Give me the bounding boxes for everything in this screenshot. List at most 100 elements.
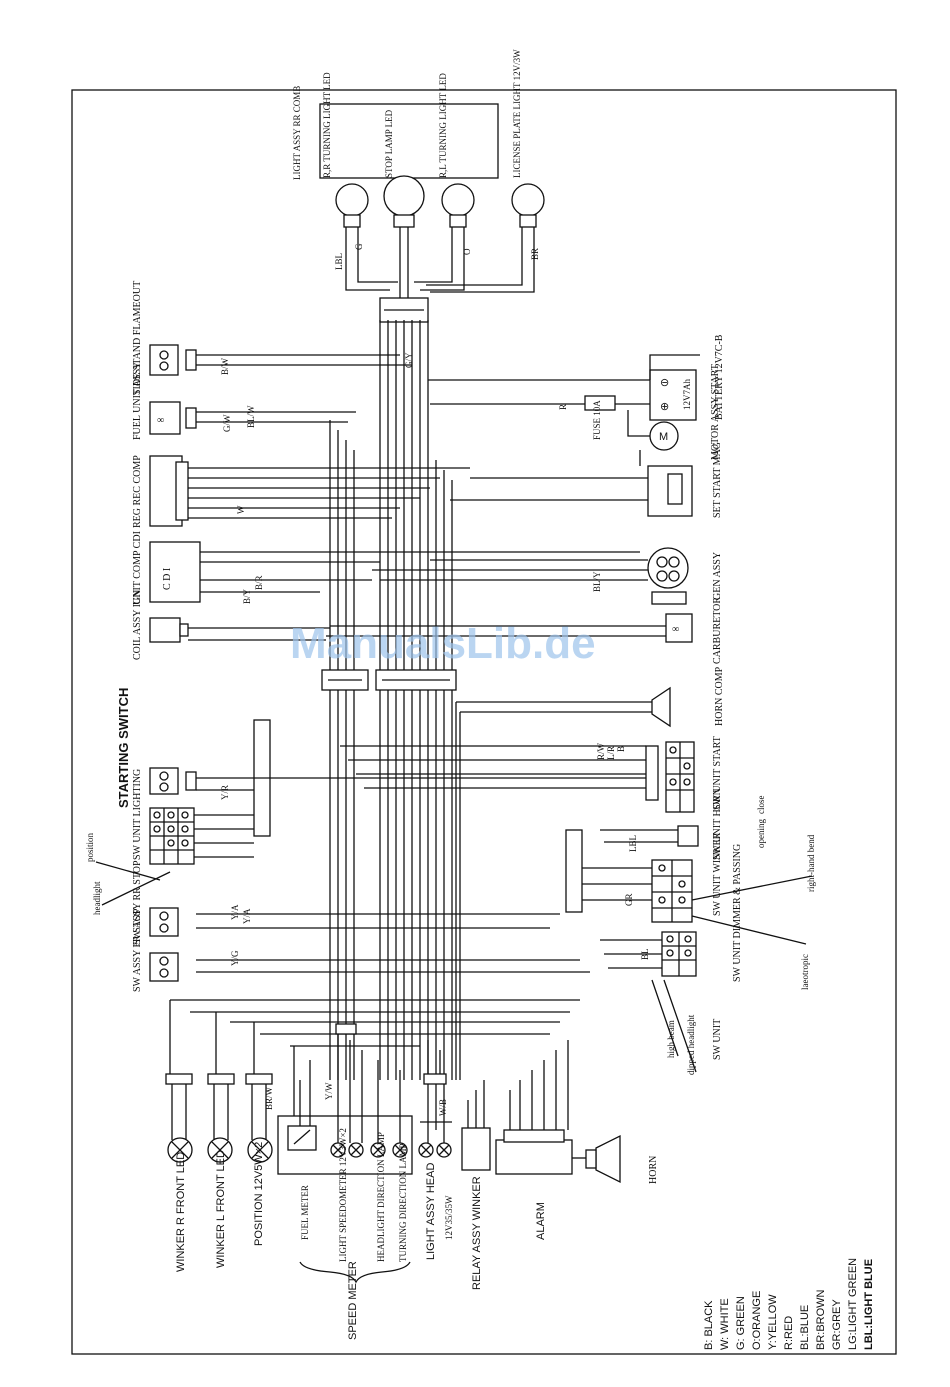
- cdi-unit-label: UNIT COMP CDI: [132, 531, 143, 605]
- license-plate-label: LICENSE PLATE LIGHT 12V/3W: [512, 49, 522, 178]
- rl-turning-label: R,L TURNING LIGHT LED: [438, 73, 448, 178]
- svg-text:B/Y: B/Y: [242, 588, 252, 604]
- sw-horn-label: SW UNIT HORN: [712, 788, 723, 860]
- svg-text:SW UNIT: SW UNIT: [712, 1019, 723, 1060]
- motor-start-label: MOTOR ASSY START: [710, 364, 721, 460]
- svg-text:G/Y: G/Y: [404, 352, 414, 368]
- sw-start-label: SW UNIT START: [712, 736, 723, 810]
- sw-lighting-label: SW UNIT LIGHTING: [132, 769, 143, 860]
- svg-text:G: G: [354, 243, 364, 250]
- svg-text:∞: ∞: [157, 415, 164, 426]
- battery-inner-label: 12V7Ah: [682, 379, 692, 410]
- legend-item: R:RED: [783, 1316, 795, 1350]
- cdi-unit: [149, 541, 201, 603]
- wire-code-labels: LBL G O BR G/Y B/W BL/W G/W R W BL/Y B/R…: [220, 243, 650, 1116]
- speedometer-lamps: [330, 1142, 408, 1158]
- svg-text:L/R: L/R: [606, 746, 616, 760]
- svg-text:BL/Y: BL/Y: [592, 571, 602, 592]
- fuse: [584, 395, 616, 411]
- sw-winker-label: SW UNIT WINKER: [712, 832, 723, 916]
- fuse-label: FUSE 10A: [592, 400, 602, 440]
- fuel-meter-label: FUEL METER: [300, 1185, 310, 1240]
- light-assy-head-rating: 12V35/35W: [444, 1195, 454, 1240]
- sw-horn: [677, 825, 699, 847]
- callout-high-beam: high beam: [666, 1020, 676, 1058]
- side-stand-label: SIDE STAND FLAMEOUT: [132, 281, 143, 395]
- legend-item: LG:LIGHT GREEN: [847, 1258, 859, 1350]
- svg-text:⊖: ⊖: [660, 377, 669, 389]
- winker-l-front-label: WINKER L FRONT LED: [215, 1150, 227, 1268]
- svg-text:BR/W: BR/W: [264, 1086, 274, 1110]
- starting-switch-label: STARTING SWITCH: [116, 688, 131, 808]
- callout-close: close: [756, 796, 766, 815]
- svg-text:LBL: LBL: [334, 253, 344, 270]
- battery-label: BATTERY 12V7C-B: [714, 334, 725, 420]
- sw-dimmer-grid: [661, 931, 697, 977]
- callout-dipped-headlight: dipped headlight: [686, 1014, 696, 1075]
- legend-item: O:ORANGE: [751, 1291, 763, 1350]
- winker-r-front-lamp: [167, 1137, 193, 1163]
- stop-lamp-bulb: [383, 175, 425, 228]
- headlight-lamps: [418, 1142, 452, 1158]
- svg-text:B: B: [616, 746, 626, 752]
- turning-direction-label: TURNING DIRECTION LAMP: [398, 1144, 408, 1263]
- legend-item: LBL:LIGHT BLUE: [863, 1259, 875, 1350]
- callout-headlight: headlight: [92, 881, 102, 915]
- svg-text:BL: BL: [640, 948, 650, 960]
- horn-label: HORN: [648, 1156, 659, 1184]
- callout-laeotropic: laeotropic: [800, 954, 810, 990]
- position-label: POSITION 12V5W×2: [253, 1142, 265, 1246]
- rl-turning-bulb: [441, 183, 475, 228]
- winker-r-front-label: WINKER R FRONT LED: [175, 1152, 187, 1272]
- svg-text:Y/G: Y/G: [230, 950, 240, 966]
- winker-r-connector: [165, 1073, 193, 1085]
- headlight-connector: [423, 1073, 447, 1085]
- legend-item: BL:BLUE: [799, 1305, 811, 1350]
- svg-text:⊕: ⊕: [660, 401, 669, 413]
- svg-text:LBL: LBL: [628, 835, 638, 852]
- svg-text:Y/A: Y/A: [230, 904, 240, 920]
- svg-text:BR: BR: [530, 248, 540, 260]
- horn-comp-label: HORN COMP: [714, 666, 725, 726]
- relay-winker-label: RELAY ASSY WINKER: [471, 1176, 483, 1290]
- carburetor: [665, 613, 693, 643]
- svg-text:Y/W: Y/W: [324, 1082, 334, 1100]
- watermark: ManualsLib.de: [290, 619, 596, 668]
- carburetor-label: CARBURETOR: [712, 597, 723, 664]
- relay-winker: [461, 1127, 491, 1171]
- battery: [649, 369, 697, 421]
- rr-turning-label: R,R TURNING LIGHT LED: [322, 72, 332, 178]
- alarm-label: ALARM: [535, 1202, 547, 1240]
- light-assy-rr-comb-label: LIGHT ASSY RR COMB: [292, 86, 302, 180]
- svg-text:G/W: G/W: [222, 414, 232, 432]
- fuel-meter-gauge: [287, 1125, 317, 1151]
- sw-fr-stop-label: SW ASSY FR STOP: [132, 908, 143, 992]
- callout-position: position: [85, 832, 95, 862]
- speed-meter-label: SPEED METER: [347, 1261, 359, 1340]
- fuel-unit: [149, 401, 181, 435]
- legend-item: Y:YELLOW: [767, 1294, 779, 1350]
- horn-comp: [651, 686, 671, 728]
- gen-assy-label: GEN ASSY: [712, 552, 723, 600]
- fuel-unit-label: FUEL UNIT ASSY: [132, 362, 143, 440]
- svg-text:BL/W: BL/W: [246, 405, 256, 428]
- legend-item: B: BLACK: [703, 1300, 715, 1350]
- svg-text:W/B: W/B: [438, 1099, 448, 1116]
- winker-l-front-lamp: [207, 1137, 233, 1163]
- svg-text:∞: ∞: [672, 624, 679, 635]
- svg-text:R/W: R/W: [596, 742, 606, 760]
- legend-item: GR:GREY: [831, 1299, 843, 1350]
- svg-text:Y/R: Y/R: [220, 785, 230, 800]
- light-assy-head-label: LIGHT ASSY HEAD: [425, 1163, 437, 1260]
- svg-text:B/R: B/R: [254, 575, 264, 590]
- winker-l-connector: [207, 1073, 235, 1085]
- svg-text:B/W: B/W: [220, 357, 230, 375]
- rear-light-assy-frame: [319, 103, 499, 179]
- svg-text:GR: GR: [624, 893, 634, 906]
- position-lamp: [247, 1137, 273, 1163]
- rr-turning-bulb: [335, 183, 369, 228]
- svg-text:O: O: [462, 248, 472, 255]
- color-legend: B: BLACK W: WHITE G: GREEN O:ORANGE Y:YE…: [703, 1258, 875, 1350]
- sw-winker-grid: [651, 859, 693, 923]
